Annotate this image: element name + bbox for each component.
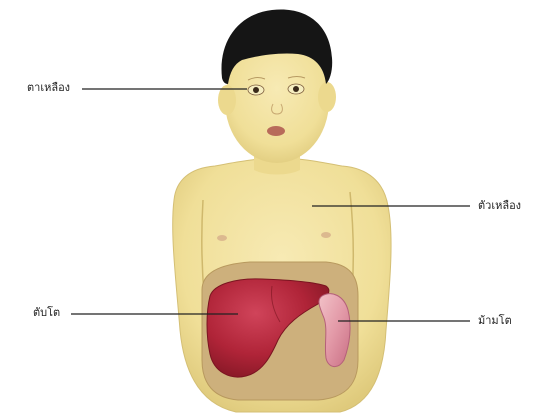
left-nipple xyxy=(217,235,227,241)
right-nipple xyxy=(321,232,331,238)
label-yellow-eyes: ตาเหลือง xyxy=(27,81,70,95)
right-pupil-icon xyxy=(293,86,299,92)
left-pupil-icon xyxy=(253,87,259,93)
label-enlarged-liver: ตับโต xyxy=(33,306,60,320)
label-enlarged-spleen: ม้ามโต xyxy=(478,314,512,328)
label-yellow-body: ตัวเหลือง xyxy=(478,199,521,213)
right-ear xyxy=(318,82,336,112)
mouth xyxy=(267,126,285,136)
